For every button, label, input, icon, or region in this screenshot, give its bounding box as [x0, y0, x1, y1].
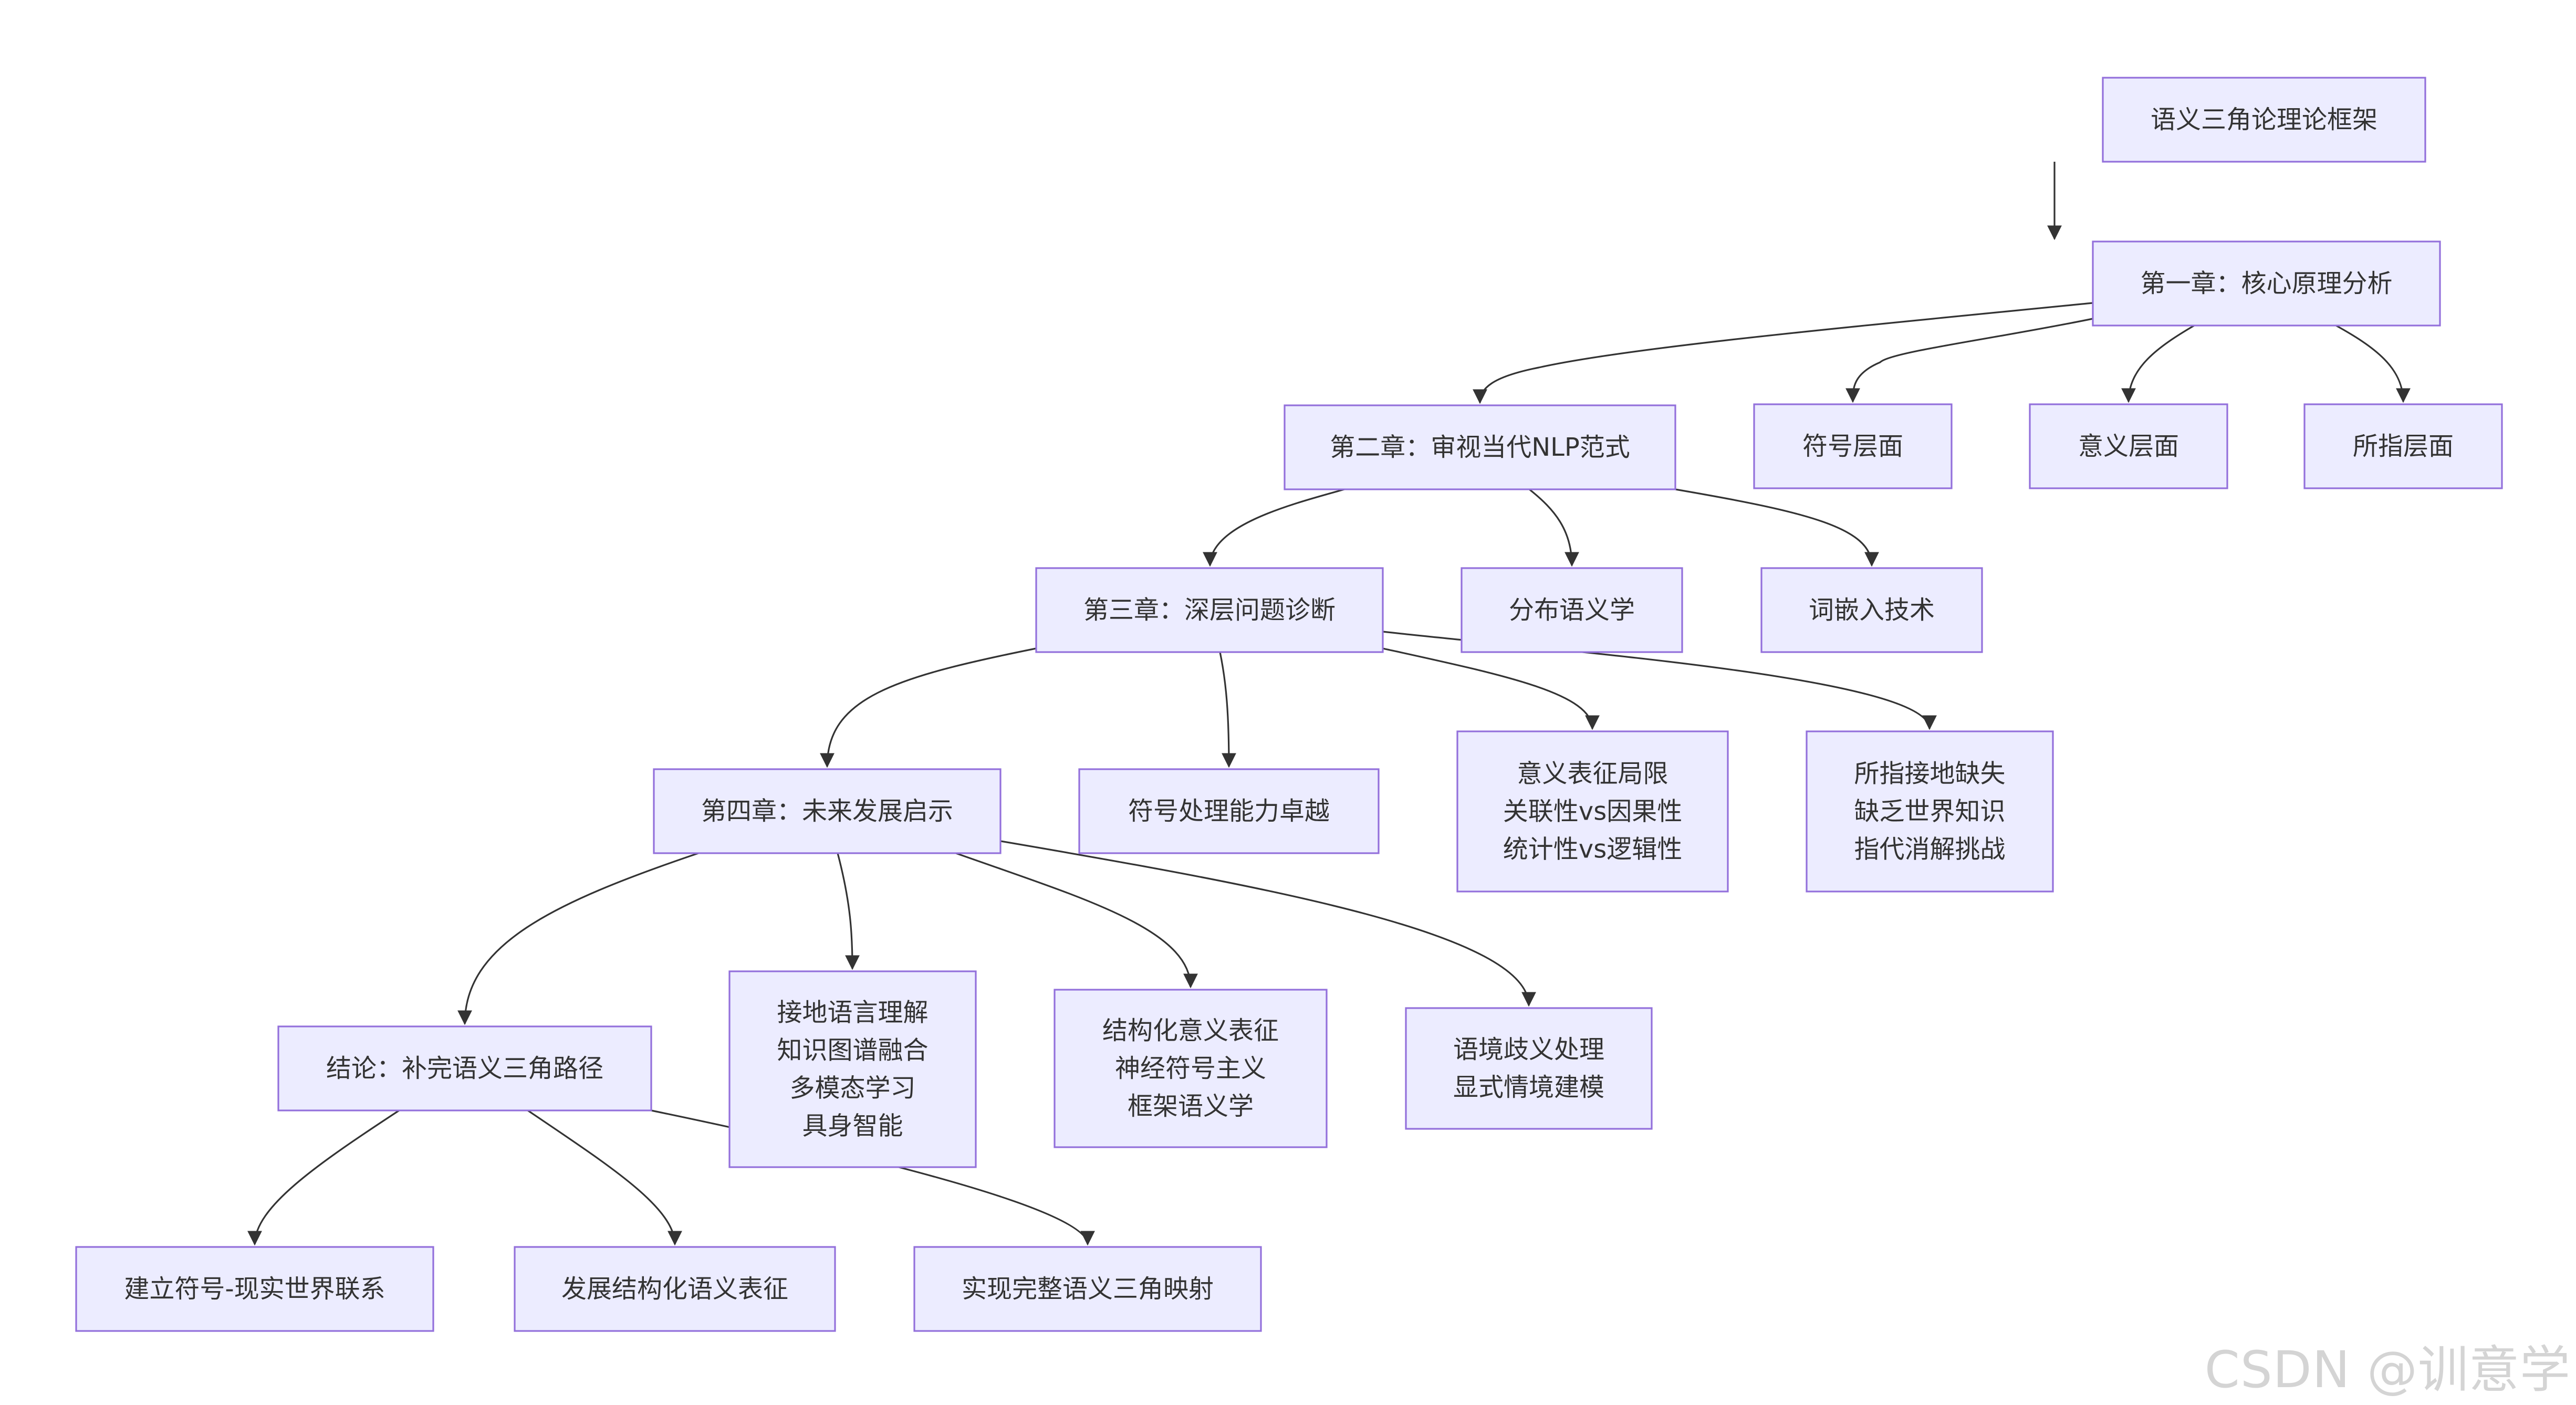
node-label: 多模态学习 [789, 1074, 915, 1103]
node-box [1284, 404, 1676, 490]
node-label: 发展结构化语义表征 [561, 1274, 788, 1304]
node-concl: 结论：补完语义三角路径 [277, 1025, 652, 1112]
node-label: 指代消解挑战 [1854, 835, 2005, 864]
edge-ch3-to-ch4 [820, 647, 1037, 768]
node-box [728, 970, 977, 1168]
watermark: CSDN @训意学 [2204, 1340, 2571, 1399]
node-label: 第一章：核心原理分析 [2140, 269, 2392, 298]
node-label: 框架语义学 [1128, 1092, 1254, 1121]
node-label: 意义层面 [2078, 432, 2179, 461]
edge-ch1-to-ch2 [1473, 302, 2093, 404]
node-box [1078, 768, 1380, 854]
node-complete: 实现完整语义三角映射 [913, 1246, 1262, 1332]
node-label: 意义表征局限 [1517, 759, 1668, 789]
node-root: 语义三角论理论框架 [2102, 77, 2426, 163]
node-box [1760, 567, 1983, 653]
node-label: 所指层面 [2353, 432, 2454, 461]
node-box [1405, 1007, 1653, 1130]
node-label: 实现完整语义三角映射 [962, 1274, 1214, 1304]
edge-ch2-to-word_emb [1675, 488, 1879, 567]
edge-ch1-to-ref_layer [2335, 324, 2411, 403]
node-label: 知识图谱融合 [777, 1036, 928, 1065]
node-label: 符号处理能力卓越 [1128, 796, 1330, 826]
edge-ch3-to-sym_proc [1219, 652, 1236, 768]
node-label: 关联性vs因果性 [1503, 797, 1682, 826]
edge-ch2-to-ch3 [1203, 488, 1345, 567]
edge-ch1-to-mean_layer [2121, 324, 2195, 403]
edge-ch4-to-context [1000, 840, 1536, 1007]
node-box [2303, 403, 2503, 489]
node-sym-proc: 符号处理能力卓越 [1078, 768, 1380, 854]
node-label: 统计性vs逻辑性 [1503, 835, 1682, 864]
node-label: 词嵌入技术 [1809, 595, 1935, 625]
node-box [514, 1246, 836, 1332]
node-label: 第三章：深层问题诊断 [1083, 595, 1336, 625]
node-box [913, 1246, 1262, 1332]
node-label: 符号层面 [1802, 432, 1903, 461]
node-box [1456, 730, 1729, 893]
node-box [2029, 403, 2228, 489]
node-ref-layer: 所指层面 [2303, 403, 2503, 489]
node-label: 语境歧义处理 [1453, 1035, 1604, 1064]
node-box [1461, 567, 1683, 653]
node-label: 神经符号主义 [1115, 1054, 1266, 1083]
node-box [2102, 77, 2426, 163]
node-label: 第二章：审视当代NLP范式 [1330, 433, 1630, 462]
node-link: 建立符号-现实世界联系 [75, 1246, 434, 1332]
edge-concl-to-link [247, 1109, 400, 1246]
node-box [1806, 730, 2054, 893]
node-word-emb: 词嵌入技术 [1760, 567, 1983, 653]
node-label: 缺乏世界知识 [1854, 797, 2005, 826]
node-box [1035, 567, 1384, 653]
node-label: 第四章：未来发展启示 [701, 796, 953, 826]
node-label: 具身智能 [802, 1112, 903, 1141]
node-sym-layer: 符号层面 [1753, 403, 1953, 489]
node-label: 结构化意义表征 [1102, 1016, 1279, 1045]
node-label: 所指接地缺失 [1854, 759, 2005, 789]
edge-ch4-to-concl [457, 852, 699, 1025]
node-label: 分布语义学 [1509, 595, 1635, 625]
node-label: 语义三角论理论框架 [2151, 105, 2377, 134]
node-box [75, 1246, 434, 1332]
node-box [653, 768, 1002, 854]
edge-concl-to-develop [527, 1109, 682, 1246]
node-box [1054, 989, 1328, 1148]
node-mean-layer: 意义层面 [2029, 403, 2228, 489]
node-box [1753, 403, 1953, 489]
edge-ch2-to-dist_sem [1529, 488, 1579, 567]
node-label: 结论：补完语义三角路径 [326, 1054, 603, 1083]
node-ch2: 第二章：审视当代NLP范式 [1284, 404, 1676, 490]
node-dist-sem: 分布语义学 [1461, 567, 1683, 653]
node-ch4: 第四章：未来发展启示 [653, 768, 1002, 854]
edge-ch3-to-mean_limit [1382, 647, 1600, 730]
edge-ch1-to-sym_layer [1845, 318, 2093, 403]
node-develop: 发展结构化语义表征 [514, 1246, 836, 1332]
node-ch1: 第一章：核心原理分析 [2092, 240, 2441, 327]
node-ch3: 第三章：深层问题诊断 [1035, 567, 1384, 653]
edge-ch4-to-struct_mean [955, 852, 1198, 989]
node-box [2092, 240, 2441, 327]
edge-ch4-to-grounded [837, 853, 860, 970]
node-label: 接地语言理解 [777, 998, 928, 1027]
node-label: 建立符号-现实世界联系 [124, 1274, 385, 1304]
node-label: 显式情境建模 [1453, 1073, 1604, 1102]
node-box [277, 1025, 652, 1112]
